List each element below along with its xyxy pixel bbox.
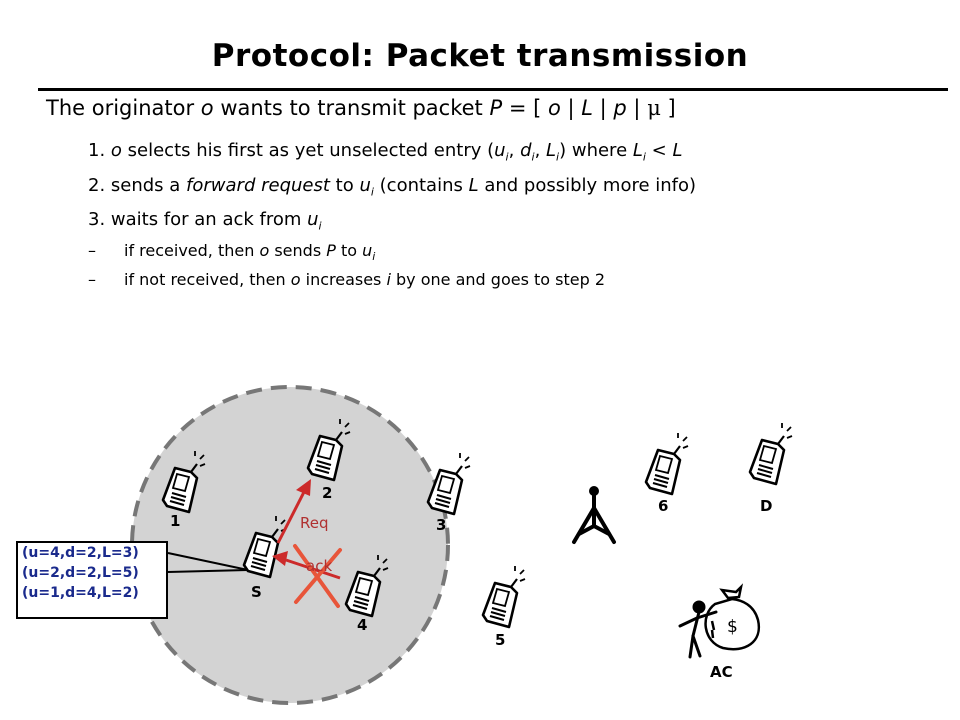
- routing-table-row: (u=4,d=2,L=3): [22, 545, 139, 561]
- money-sign: $: [727, 617, 738, 637]
- phone-icon-d: [748, 421, 794, 486]
- ack-failed-cross-icon: [293, 544, 342, 608]
- step-1: 1. o selects his first as yet unselected…: [88, 140, 683, 164]
- node-label-6: 6: [658, 497, 668, 515]
- node-label-s: S: [251, 583, 262, 601]
- req-label: Req: [300, 514, 329, 532]
- node-label-1: 1: [170, 512, 180, 530]
- table-callout-lines: [167, 552, 249, 573]
- step-3: 3. waits for an ack from ui: [88, 209, 322, 233]
- money-bag-icon: [704, 583, 761, 651]
- node-label-3: 3: [436, 516, 446, 534]
- title-rule: [38, 88, 948, 91]
- main-statement: The originator o wants to transmit packe…: [46, 96, 676, 120]
- phone-icon-5: [481, 564, 527, 629]
- req-arrow: [276, 479, 311, 544]
- slide-title: Protocol: Packet transmission: [211, 38, 749, 74]
- ack-label: ack: [306, 557, 332, 575]
- stick-figure-icon: [678, 600, 718, 659]
- phone-icon-6: [644, 431, 690, 496]
- antenna-tower-icon: [572, 486, 616, 544]
- node-label-d: D: [760, 497, 772, 515]
- step-2: 2. sends a forward request to ui (contai…: [88, 175, 697, 199]
- node-label-5: 5: [495, 631, 505, 649]
- routing-table-row: (u=2,d=2,L=5): [22, 565, 139, 581]
- radio-range-circle: [130, 385, 450, 705]
- node-label-4: 4: [357, 616, 367, 634]
- substep-not-received: –if not received, then o increases i by …: [88, 270, 606, 289]
- substep-received: –if received, then o sends P to ui: [88, 241, 376, 264]
- routing-table: (u=4,d=2,L=3) (u=2,d=2,L=5) (u=1,d=4,L=2…: [16, 541, 168, 619]
- routing-table-row: (u=1,d=4,L=2): [22, 585, 139, 601]
- phone-icon-3: [426, 451, 472, 516]
- node-label-ac: AC: [710, 663, 733, 681]
- node-label-2: 2: [322, 484, 332, 502]
